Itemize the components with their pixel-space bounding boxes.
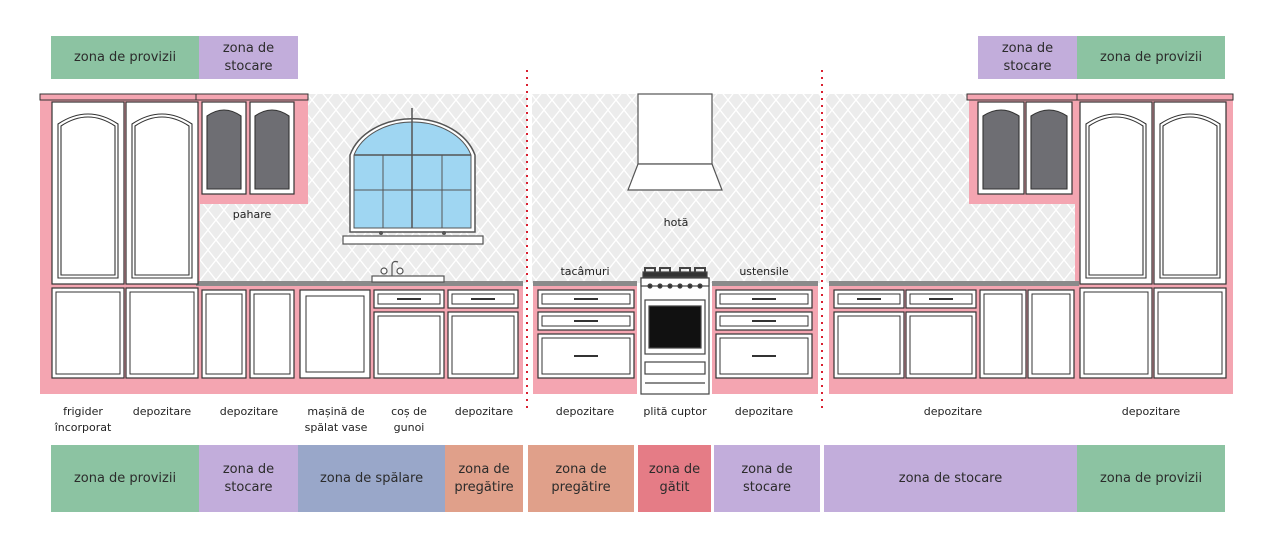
bottom-zone-spalare: zona de spălare [298, 445, 445, 512]
top-zone-provizii-right: zona de provizii [1077, 36, 1225, 79]
label-tacamuri: tacâmuri [560, 265, 610, 278]
appliance-label: depozitare [454, 405, 514, 418]
countertop [196, 281, 1079, 286]
top-zone-stocare-left: zona de stocare [199, 36, 298, 79]
top-zone-stocare-right: zona de stocare [978, 36, 1077, 79]
cabinet-fronts [39, 93, 1234, 379]
bottom-zone-gatit: zona de gătit [638, 445, 711, 512]
bottom-zone-provizii: zona de provizii [51, 445, 199, 512]
range-hood [627, 93, 723, 191]
appliance-label: depozitare [132, 405, 192, 418]
bottom-zone-pregatire: zona de pregătire [445, 445, 523, 512]
appliance-label: plită cuptor [643, 405, 707, 418]
bottom-zone-stocare: zona de stocare [199, 445, 298, 512]
stove-oven [640, 267, 710, 395]
top-zone-provizii-left: zona de provizii [51, 36, 199, 79]
bottom-zone-pregatire: zona de pregătire [528, 445, 634, 512]
appliance-label: depozitare [734, 405, 794, 418]
appliance-label: frigider încorporat [54, 405, 112, 434]
bottom-zone-stocare: zona de stocare [714, 445, 820, 512]
label-hota: hotă [663, 216, 689, 229]
bottom-zone-stocare: zona de stocare [824, 445, 1077, 512]
sink-faucet [371, 260, 445, 283]
label-pahare: pahare [232, 208, 272, 221]
zone-dividers [526, 70, 823, 412]
label-ustensile: ustensile [739, 265, 789, 278]
appliance-label: depozitare [1121, 405, 1181, 418]
appliance-label: depozitare [555, 405, 615, 418]
appliance-label: depozitare [923, 405, 983, 418]
appliance-label: mașină de spălat vase [304, 405, 368, 434]
arched-window [342, 108, 484, 245]
bottom-zone-provizii: zona de provizii [1077, 445, 1225, 512]
appliance-label: depozitare [219, 405, 279, 418]
appliance-label: coș de gunoi [391, 405, 427, 434]
